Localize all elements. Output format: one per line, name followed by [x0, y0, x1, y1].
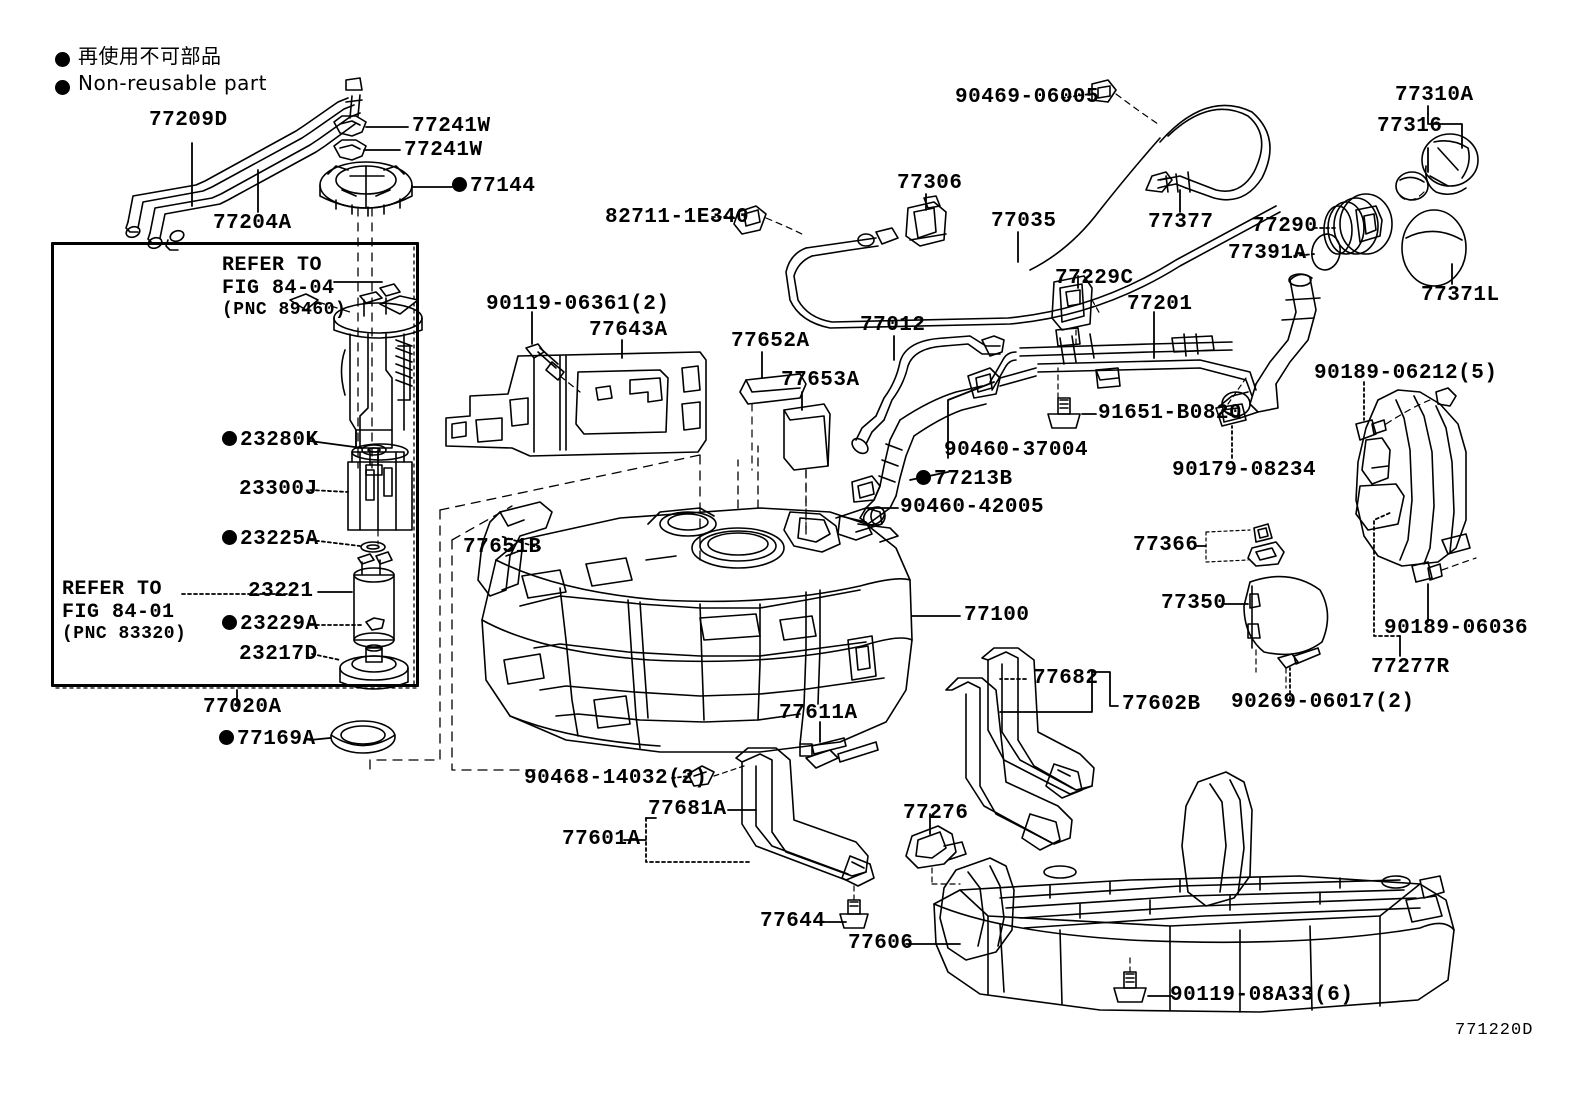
callout-77611A: 77611A	[779, 702, 858, 725]
nonreusable-dot	[219, 730, 234, 745]
callout-77169A: 77169A	[219, 729, 316, 750]
refer-84-01-pnc: (PNC 83320)	[62, 624, 187, 644]
callout-77201: 77201	[1127, 293, 1193, 316]
callout-23280K: 23280K	[222, 430, 319, 451]
callout-77682: 77682	[1033, 667, 1099, 690]
refer-84-04-pnc: (PNC 89460)	[222, 300, 347, 320]
callout-77012: 77012	[860, 314, 926, 337]
callout-90119-06361: 90119-06361(2)	[486, 293, 670, 316]
callout-77350: 77350	[1161, 592, 1227, 615]
callout-23225A: 23225A	[222, 529, 319, 550]
callout-23217D: 23217D	[239, 643, 318, 666]
callout-77310A: 77310A	[1395, 84, 1474, 107]
callout-77371L: 77371L	[1421, 284, 1500, 307]
callout-77366: 77366	[1133, 534, 1199, 557]
callout-77241W-upper: 77241W	[412, 115, 491, 138]
callout-23229A: 23229A	[222, 614, 319, 635]
legend-bullet-japanese	[55, 52, 70, 67]
callout-90189-06212: 90189-06212(5)	[1314, 362, 1498, 385]
callout-23221: 23221	[248, 580, 314, 603]
diagram-id-code: 771220D	[1455, 1021, 1534, 1040]
nonreusable-dot	[222, 530, 237, 545]
callout-77652A: 77652A	[731, 330, 810, 353]
callout-91651-B0820: 91651-B0820	[1098, 402, 1243, 425]
callout-77651B: 77651B	[463, 536, 542, 559]
refer-84-04-line1: REFER TO	[222, 254, 323, 277]
callout-90460-42005: 90460-42005	[900, 496, 1045, 519]
callout-77391A: 77391A	[1228, 242, 1307, 265]
legend-bullet-english	[55, 80, 70, 95]
callout-90269-06017: 90269-06017(2)	[1231, 691, 1415, 714]
callout-77204A: 77204A	[213, 212, 292, 235]
callout-77035: 77035	[991, 210, 1057, 233]
callout-77241W-lower: 77241W	[404, 139, 483, 162]
callout-77277R: 77277R	[1371, 656, 1450, 679]
callout-90469-06005: 90469-06005	[955, 86, 1100, 109]
nonreusable-dot	[916, 470, 931, 485]
callout-77020A: 77020A	[203, 696, 282, 719]
callout-77644: 77644	[760, 910, 826, 933]
legend-japanese-text: 再使用不可部品	[78, 44, 222, 68]
refer-to-fig-84-01: REFER TO FIG 84-01 (PNC 83320)	[62, 578, 186, 645]
callout-90189-06036: 90189-06036	[1384, 617, 1529, 640]
callout-23300J: 23300J	[239, 478, 318, 501]
callout-77229C: 77229C	[1055, 267, 1134, 290]
callout-77144: 77144	[452, 176, 536, 197]
callout-77681A: 77681A	[648, 798, 727, 821]
nonreusable-dot	[222, 431, 237, 446]
callout-90179-08234: 90179-08234	[1172, 459, 1317, 482]
callout-82711-1E340: 82711-1E340	[605, 206, 750, 229]
callout-90119-08A33: 90119-08A33(6)	[1170, 984, 1354, 1007]
callout-77602B: 77602B	[1122, 693, 1201, 716]
nonreusable-dot	[452, 177, 467, 192]
callout-77100: 77100	[964, 604, 1030, 627]
callout-77213B: 77213B	[916, 469, 1013, 490]
refer-to-fig-84-04: REFER TO FIG 84-04 (PNC 89460)	[222, 254, 346, 321]
callout-77653A: 77653A	[781, 369, 860, 392]
refer-84-04-line2: FIG 84-04	[222, 277, 335, 300]
callout-77643A: 77643A	[589, 319, 668, 342]
callout-77276: 77276	[903, 802, 969, 825]
callout-77601A: 77601A	[562, 828, 641, 851]
callout-77606: 77606	[848, 932, 914, 955]
callout-77316: 77316	[1377, 115, 1443, 138]
callout-90468-14032: 90468-14032(2)	[524, 767, 708, 790]
callout-77290: 77290	[1252, 215, 1318, 238]
refer-84-01-line1: REFER TO	[62, 578, 163, 601]
nonreusable-dot	[222, 615, 237, 630]
callout-77209D: 77209D	[149, 109, 228, 132]
pump-assembly-inset-box	[52, 243, 418, 686]
callout-77306: 77306	[897, 172, 963, 195]
legend-english-text: Non-reusable part	[78, 71, 267, 95]
refer-84-01-line2: FIG 84-01	[62, 601, 175, 624]
callout-90460-37004: 90460-37004	[944, 439, 1089, 462]
callout-77377: 77377	[1148, 211, 1214, 234]
